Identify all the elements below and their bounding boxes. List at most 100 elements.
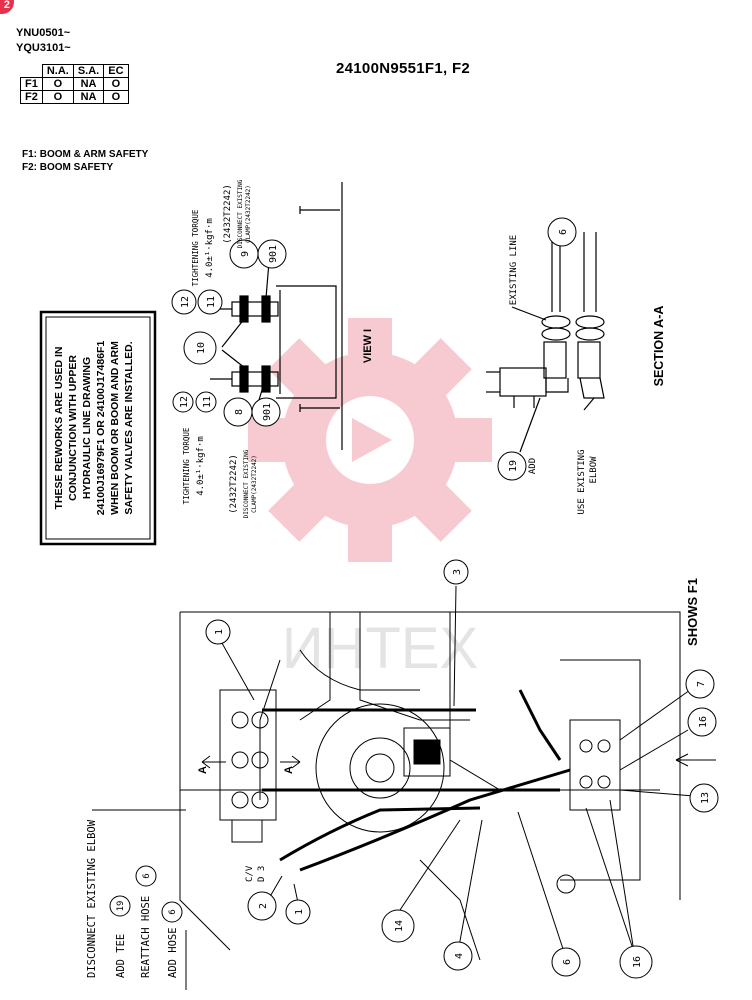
section-mark: A: [283, 766, 295, 774]
balloon-11: 11: [195, 391, 217, 413]
svg-text:901: 901: [268, 245, 279, 263]
table-header-row: N.A. S.A. EC: [20, 64, 129, 78]
use-existing-note: USE EXISTING: [577, 449, 587, 514]
svg-text:6: 6: [558, 229, 569, 235]
balloon-10: 10: [183, 331, 217, 365]
balloon-901: 901: [251, 397, 281, 427]
balloon-16: 16: [687, 707, 717, 737]
svg-text:1: 1: [294, 909, 305, 915]
view-1-drawing: [210, 182, 343, 450]
notice-line: WHEN BOOM OR BOOM AND ARM: [109, 341, 121, 515]
balloon-2: 2: [247, 891, 277, 921]
balloon-3: 3: [443, 559, 469, 585]
serial-line: YQU3101~: [16, 42, 71, 54]
svg-text:14: 14: [394, 920, 405, 932]
section-mark: A: [197, 766, 209, 774]
table-row: F2 O NA O: [20, 90, 129, 104]
svg-text:12: 12: [180, 296, 191, 308]
legend-line: REATTACH HOSE: [140, 896, 152, 978]
svg-text:10: 10: [196, 342, 207, 354]
svg-text:16: 16: [698, 716, 709, 728]
svg-text:19: 19: [508, 460, 519, 472]
table-row-label: F2: [20, 90, 43, 104]
clamp-note: CLAMP(2432T2242): [245, 185, 252, 243]
table-cell: O: [103, 90, 129, 104]
torque-label: TIGHTENING TORQUE: [191, 209, 200, 286]
figure-note: F2: BOOM SAFETY: [22, 162, 114, 173]
svg-text:7: 7: [696, 681, 707, 687]
shows-label: SHOWS F1: [685, 578, 700, 646]
use-existing-note: ELBOW: [589, 456, 599, 484]
clamp-note: DISCONNECT EXISTING: [237, 179, 244, 248]
notice-line: HYDRAULIC LINE DRAWING: [81, 357, 93, 499]
balloon-901: 901: [257, 239, 287, 269]
svg-text:6: 6: [168, 909, 178, 914]
balloon-6: 6: [547, 217, 577, 247]
valve-label: C/V: [245, 865, 255, 882]
figure-note: F1: BOOM & ARM SAFETY: [22, 149, 149, 160]
applicability-table: N.A. S.A. EC F1 O NA O F2 O NA O: [20, 64, 129, 104]
balloon-1: 1: [285, 899, 311, 925]
notice-line: THESE REWORKS ARE USED IN: [53, 347, 65, 510]
clamp-ref-code: (2432T2242): [223, 184, 233, 244]
add-note: ADD: [528, 458, 538, 474]
clamp-ref-code: (2432T2242): [229, 454, 239, 514]
balloon-11: 11: [197, 289, 223, 315]
legend-balloon-6: 6: [161, 901, 183, 923]
balloon-7: 7: [685, 669, 715, 699]
balloon-12: 12: [172, 391, 194, 413]
table-row-label: F1: [20, 77, 43, 91]
svg-text:12: 12: [179, 396, 190, 408]
svg-text:6: 6: [562, 959, 573, 965]
serial-range: YNU0501~ YQU3101~: [16, 26, 71, 56]
clamp-note: CLAMP(2432T2242): [251, 455, 258, 513]
view-1-label: VIEW I: [362, 329, 374, 363]
svg-text:6: 6: [142, 873, 152, 878]
legend-balloon-6: 6: [135, 865, 157, 887]
balloon-1: 1: [205, 619, 231, 645]
balloon-16: 16: [619, 945, 653, 979]
notice-line: CONJUNCTION WITH UPPER: [67, 355, 79, 501]
svg-text:11: 11: [206, 296, 217, 308]
clamp-note: DISCONNECT EXISTING: [243, 449, 250, 518]
svg-text:1: 1: [214, 629, 225, 635]
svg-text:13: 13: [700, 792, 711, 804]
balloon-6: 6: [551, 947, 581, 977]
torque-value: 4.0±¹·kgf·m: [205, 218, 215, 278]
torque-label: TIGHTENING TORQUE: [182, 427, 191, 504]
torque-value: 4.0±¹·kgf·m: [196, 436, 206, 496]
table-cell: O: [103, 77, 129, 91]
balloon-13: 13: [689, 783, 719, 813]
svg-text:901: 901: [262, 403, 273, 421]
svg-text:2: 2: [258, 903, 269, 909]
balloon-9: 9: [229, 239, 259, 269]
valve-label: D 3: [257, 866, 267, 882]
balloon-4: 4: [443, 941, 473, 971]
svg-text:4: 4: [454, 953, 465, 959]
main-view-drawing: [92, 585, 716, 990]
section-label: SECTION A-A: [652, 306, 666, 387]
balloon-12: 12: [171, 289, 197, 315]
notice-box: THESE REWORKS ARE USED IN CONJUNCTION WI…: [39, 310, 157, 546]
legend-instructions: DISCONNECT EXISTING ELBOW ADD TEE REATTA…: [86, 819, 179, 978]
svg-text:16: 16: [632, 956, 643, 968]
existing-line-note: EXISTING LINE: [509, 235, 519, 305]
legend-line: DISCONNECT EXISTING ELBOW: [86, 819, 98, 978]
notice-line: 24100J16979F1 OR 24100J17486F1: [95, 341, 107, 516]
figure-notes: F1: BOOM & ARM SAFETY F2: BOOM SAFETY: [22, 148, 148, 174]
svg-text:19: 19: [116, 901, 126, 912]
svg-text:9: 9: [240, 251, 251, 257]
notice-line: SAFETY VALVES ARE INSTALLED.: [123, 341, 135, 514]
table-header-cell: EC: [103, 64, 129, 78]
watermark-gear-icon: [248, 318, 492, 562]
svg-text:11: 11: [202, 396, 213, 408]
watermark-text: ИНТЕХ: [282, 616, 478, 681]
serial-line: YNU0501~: [16, 27, 71, 39]
section-a-a-drawing: [486, 232, 605, 453]
balloon-14: 14: [381, 909, 415, 943]
balloon-19: 19: [497, 451, 527, 481]
table-cell: NA: [72, 90, 105, 104]
legend-line: ADD TEE: [115, 934, 127, 978]
balloon-8: 8: [223, 397, 253, 427]
